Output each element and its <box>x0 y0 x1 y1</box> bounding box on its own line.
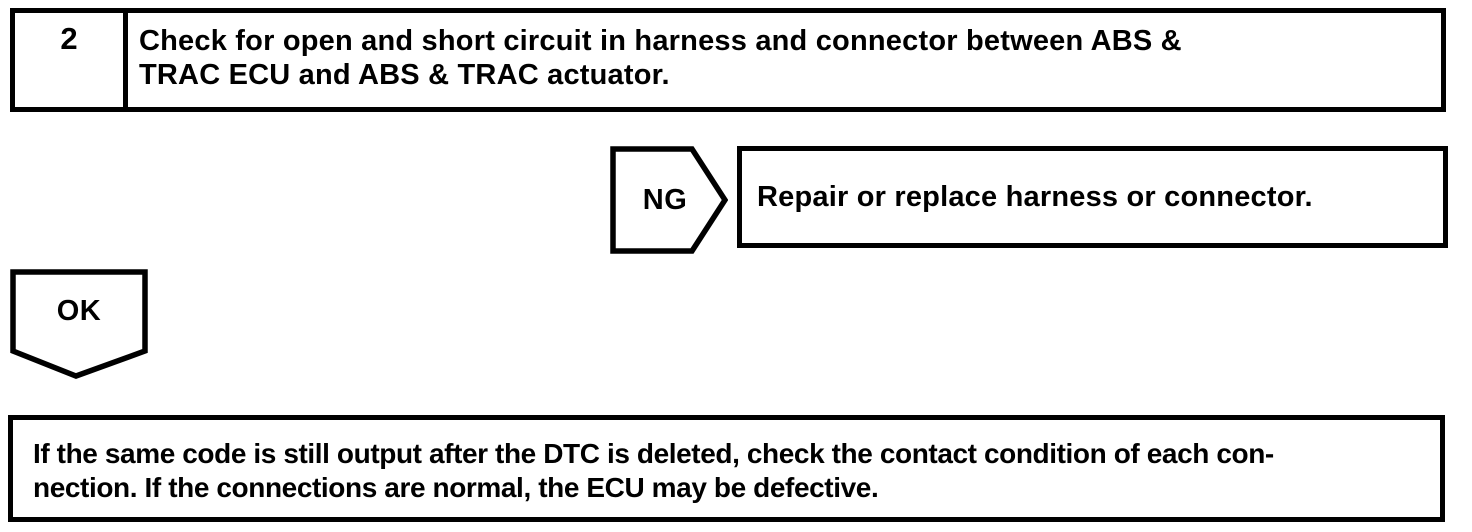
step-instruction-line-1: Check for open and short circuit in harn… <box>139 25 1182 57</box>
ok-label: OK <box>56 294 102 327</box>
step-instruction: Check for open and short circuit in harn… <box>128 13 1441 107</box>
ng-pentagon-icon <box>610 146 728 254</box>
step-number: 2 <box>60 21 78 56</box>
ng-label: NG <box>642 183 688 216</box>
result-box: If the same code is still output after t… <box>8 415 1445 522</box>
ng-action-text: Repair or replace harness or connector. <box>757 180 1313 213</box>
result-line-1: If the same code is still output after t… <box>33 438 1274 469</box>
step-box: 2 Check for open and short circuit in ha… <box>10 8 1446 112</box>
step-number-cell: 2 <box>15 13 128 107</box>
ok-connector: OK <box>10 269 148 379</box>
ng-action-box: Repair or replace harness or connector. <box>737 146 1448 248</box>
ng-connector: NG <box>610 146 728 254</box>
result-line-2: nection. If the connections are normal, … <box>33 472 879 503</box>
step-instruction-line-2: TRAC ECU and ABS & TRAC actuator. <box>139 59 670 91</box>
ok-pentagon-icon <box>10 269 148 379</box>
